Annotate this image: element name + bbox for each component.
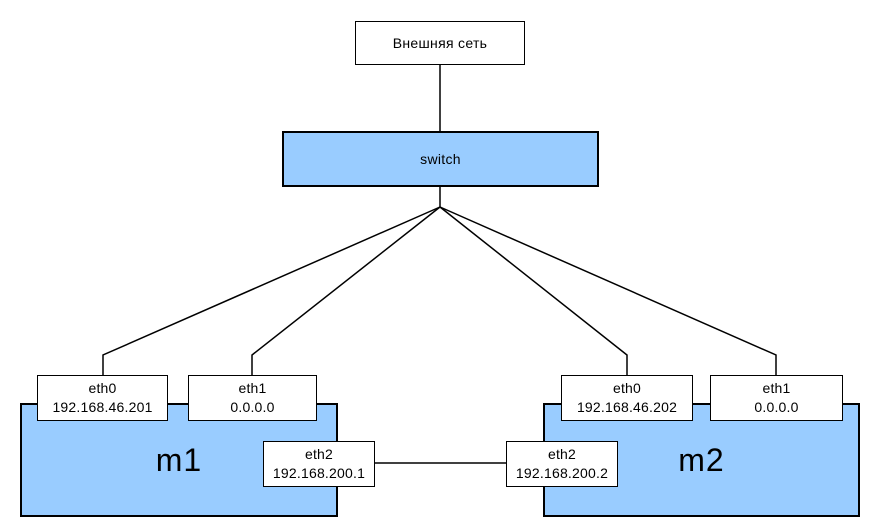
interface-name: eth2 [547, 446, 577, 462]
link-switch-m1-eth0 [102, 206, 441, 375]
m2-eth0-node: eth0 192.168.46.202 [561, 375, 693, 421]
interface-ip: 0.0.0.0 [754, 399, 799, 415]
link-switch-m2-eth0 [439, 206, 628, 375]
m1-eth2-node: eth2 192.168.200.1 [263, 441, 375, 487]
m1-eth1-node: eth1 0.0.0.0 [188, 375, 317, 421]
interface-name: eth1 [762, 380, 791, 396]
external-network-node: Внешняя сеть [355, 21, 525, 65]
link-switch-m2-eth1 [439, 206, 777, 375]
m1-eth0-node: eth0 192.168.46.201 [37, 375, 168, 421]
interface-name: eth0 [612, 380, 642, 396]
interface-ip: 0.0.0.0 [230, 399, 275, 415]
interface-ip: 192.168.46.201 [52, 399, 153, 415]
switch-label: switch [420, 151, 461, 167]
interface-name: eth0 [88, 380, 117, 396]
link-switch-m1-eth1 [251, 206, 441, 375]
m2-eth1-node: eth1 0.0.0.0 [710, 375, 843, 421]
machine-m1-node: m1 [20, 403, 338, 517]
switch-node: switch [282, 131, 599, 187]
m2-eth2-node: eth2 192.168.200.2 [506, 441, 618, 487]
interface-ip: 192.168.200.2 [515, 465, 609, 481]
interface-name: eth1 [238, 380, 267, 396]
interface-ip: 192.168.46.202 [576, 399, 678, 415]
interface-ip: 192.168.200.1 [272, 465, 366, 481]
machine-m1-label: m1 [155, 441, 203, 478]
machine-m2-label: m2 [678, 441, 725, 478]
external-network-label: Внешняя сеть [392, 35, 488, 51]
interface-name: eth2 [304, 446, 334, 462]
